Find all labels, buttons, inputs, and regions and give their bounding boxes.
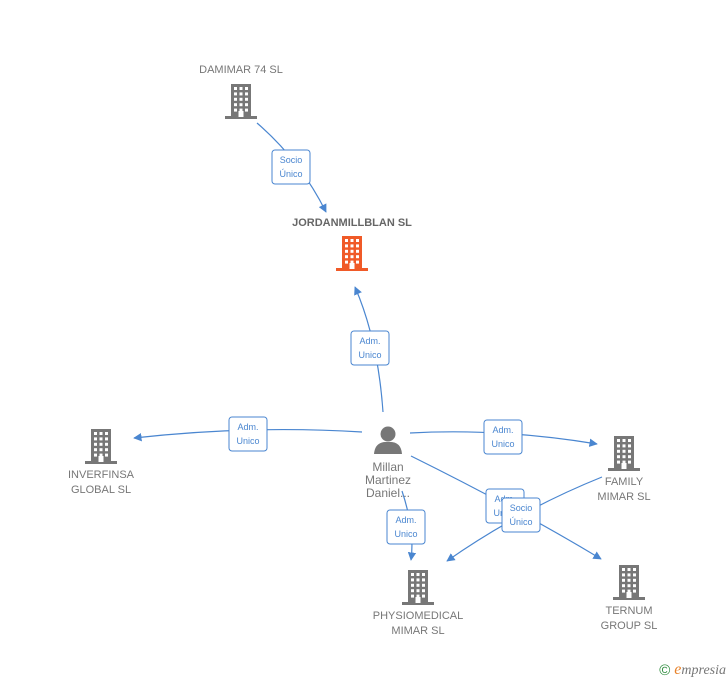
edge-label-box [386,509,426,545]
node-label: FAMILY [605,476,644,488]
building-icon [613,565,645,600]
edge-label-text: Adm. [395,515,416,525]
node-jordan[interactable]: JORDANMILLBLAN SL [292,217,412,271]
node-family[interactable]: FAMILY MIMAR SL [597,436,651,503]
node-physio[interactable]: PHYSIOMEDICAL MIMAR SL [373,570,463,637]
edge-label-text: Socio [510,503,533,513]
edge-label-text: Adm. [492,425,513,435]
building-icon [402,570,434,605]
edge-label-box [271,149,311,185]
building-icon [225,84,257,119]
brand-initial: e [674,661,682,678]
building-icon [85,429,117,464]
edge-label-text: Unico [358,350,381,360]
edge-label-text: Adm. [237,422,258,432]
edge-label: Adm. Unico [350,330,390,366]
node-label: PHYSIOMEDICAL [373,610,463,622]
edge-label-box [483,419,523,455]
edge-label-text: Único [509,517,532,527]
node-damimar[interactable]: DAMIMAR 74 SL [199,64,283,119]
edge-label-text: Socio [280,155,303,165]
person-icon [374,426,402,454]
node-label: GLOBAL SL [71,484,131,496]
node-label: MIMAR SL [597,491,650,503]
edge-label-box [350,330,390,366]
building-icon [608,436,640,471]
building-icon [336,236,368,271]
node-label: TERNUM [605,605,652,617]
edge-label-box [228,416,268,452]
node-label: Daniel... [366,486,410,500]
node-label: Martinez [365,473,411,487]
node-label: JORDANMILLBLAN SL [292,217,412,229]
node-ternum[interactable]: TERNUM GROUP SL [601,565,658,632]
brand-name: mpresia [681,663,726,678]
edge-label: Adm. Unico [386,509,426,545]
node-inverfinsa[interactable]: INVERFINSA GLOBAL SL [68,429,135,496]
edge-label-text: Unico [236,436,259,446]
edge-label-text: Único [279,169,302,179]
node-label: Millan [372,460,403,474]
edge-label: Adm. Unico [228,416,268,452]
copyright-symbol: © [659,661,671,679]
node-millan[interactable]: MillanMartinezDaniel... [365,426,411,501]
node-label: DAMIMAR 74 SL [199,64,283,76]
node-label: GROUP SL [601,620,658,632]
node-label: MIMAR SL [391,625,444,637]
edge-label-text: Adm. [359,336,380,346]
node-label: INVERFINSA [68,469,135,481]
edge-label-box [501,497,541,533]
brand-logo: empresia [674,661,726,679]
edge-label: Adm. Unico [483,419,523,455]
footer-brand: © empresia [659,661,726,679]
edge-label-text: Unico [491,439,514,449]
edge-label-text: Unico [394,529,417,539]
